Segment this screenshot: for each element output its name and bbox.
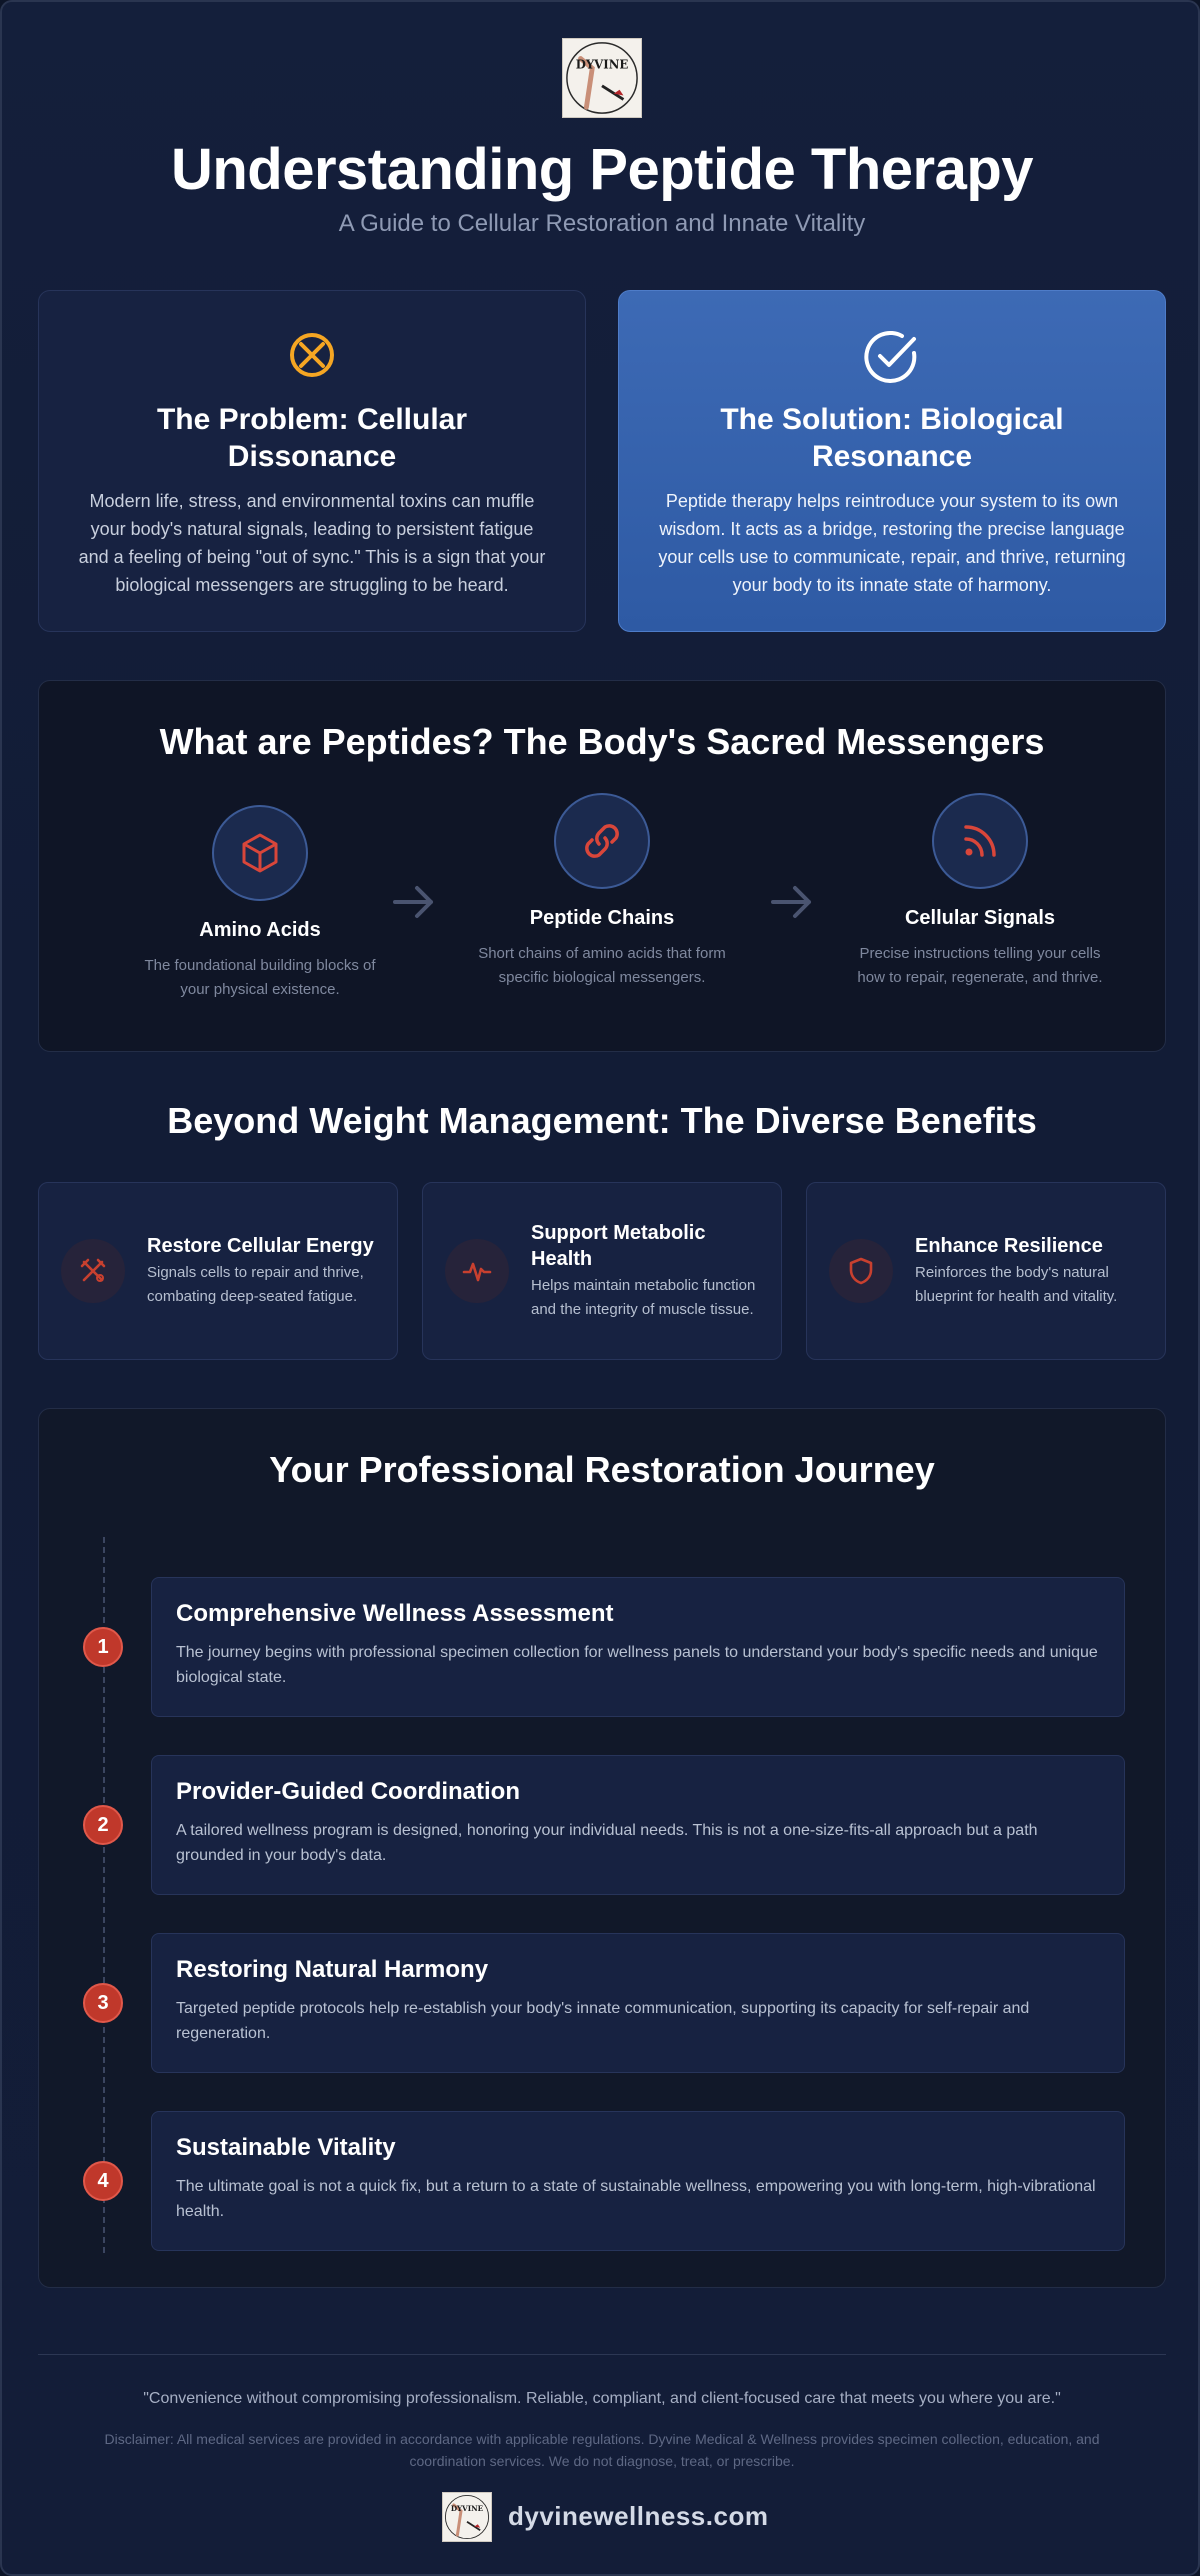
step-number-badge: 4 xyxy=(83,2161,123,2201)
website-link[interactable]: dyvinewellness.com xyxy=(508,2501,769,2531)
journey-card: Sustainable Vitality The ultimate goal i… xyxy=(151,2111,1125,2251)
solution-card: The Solution: Biological Resonance Pepti… xyxy=(618,290,1166,632)
journey-section: Your Professional Restoration Journey 1 … xyxy=(38,1408,1166,2288)
benefit-card: Enhance Resilience Reinforces the body's… xyxy=(806,1182,1166,1360)
step-title: Amino Acids xyxy=(199,919,321,941)
peptides-section: What are Peptides? The Body's Sacred Mes… xyxy=(38,680,1166,1052)
check-circle-icon xyxy=(864,330,917,383)
footer-quote: "Convenience without compromising profes… xyxy=(143,2390,1061,2407)
benefits-title: Beyond Weight Management: The Diverse Be… xyxy=(167,1100,1037,1141)
shield-icon xyxy=(849,1257,873,1285)
problem-text: Modern life, stress, and environmental t… xyxy=(78,491,546,595)
step-title: Cellular Signals xyxy=(904,907,1056,929)
journey-step-title: Restoring Natural Harmony xyxy=(176,1956,489,1983)
link-icon xyxy=(585,824,619,858)
journey-step-text: The journey begins with professional spe… xyxy=(176,1644,1098,1686)
journey-card: Provider-Guided Coordination A tailored … xyxy=(151,1755,1125,1895)
footer-disclaimer: Disclaimer: All medical services are pro… xyxy=(104,2431,1100,2469)
timeline-line xyxy=(103,1537,105,2253)
benefit-text: Helps maintain metabolic function and th… xyxy=(531,1277,756,1318)
step-text: Short chains of amino acids that form sp… xyxy=(478,945,726,986)
tools-icon xyxy=(80,1258,106,1282)
step-title: Peptide Chains xyxy=(529,907,675,929)
problem-title: The Problem: Cellular Dissonance xyxy=(156,403,468,473)
benefit-card: Support Metabolic Health Helps maintain … xyxy=(422,1182,782,1360)
benefit-title: Restore Cellular Energy xyxy=(147,1235,374,1257)
journey-card: Restoring Natural Harmony Targeted pepti… xyxy=(151,1933,1125,2073)
journey-step-text: A tailored wellness program is designed,… xyxy=(176,1822,1038,1864)
step-text: The foundational building blocks of your… xyxy=(144,957,376,998)
solution-text: Peptide therapy helps reintroduce your s… xyxy=(658,491,1126,595)
journey-step-text: Targeted peptide protocols help re-estab… xyxy=(176,2000,1030,2042)
journey-step: 4 Sustainable Vitality The ultimate goal… xyxy=(39,2111,1165,2251)
journey-title: Your Professional Restoration Journey xyxy=(269,1449,935,1490)
step-amino-acids: Amino Acids The foundational building bl… xyxy=(125,805,395,1002)
step-text: Precise instructions telling your cells … xyxy=(857,945,1103,986)
benefit-text: Signals cells to repair and thrive, comb… xyxy=(147,1264,364,1305)
step-number-badge: 1 xyxy=(83,1627,123,1667)
cube-icon xyxy=(242,833,278,873)
step-number-badge: 2 xyxy=(83,1805,123,1845)
arrow-right-icon xyxy=(393,886,433,918)
benefit-title: Support Metabolic Health xyxy=(531,1222,706,1270)
benefit-text: Reinforces the body's natural blueprint … xyxy=(915,1264,1118,1305)
footer-logo: DYVINE xyxy=(442,2492,492,2542)
page-subtitle: A Guide to Cellular Restoration and Inna… xyxy=(338,210,866,237)
logo-text: DYVINE xyxy=(576,57,629,71)
arrow-right-icon xyxy=(771,886,811,918)
benefit-title: Enhance Resilience xyxy=(915,1235,1103,1257)
journey-step-title: Sustainable Vitality xyxy=(176,2134,396,2161)
problem-card: The Problem: Cellular Dissonance Modern … xyxy=(38,290,586,632)
step-peptide-chains: Peptide Chains Short chains of amino aci… xyxy=(467,793,737,990)
solution-title: The Solution: Biological Resonance xyxy=(720,403,1064,473)
signal-icon xyxy=(964,825,996,857)
journey-step: 1 Comprehensive Wellness Assessment The … xyxy=(39,1577,1165,1717)
journey-step-text: The ultimate goal is not a quick fix, bu… xyxy=(176,2178,1096,2220)
journey-step: 2 Provider-Guided Coordination A tailore… xyxy=(39,1755,1165,1895)
journey-card: Comprehensive Wellness Assessment The jo… xyxy=(151,1577,1125,1717)
page-title: Understanding Peptide Therapy xyxy=(170,137,1034,202)
peptides-title: What are Peptides? The Body's Sacred Mes… xyxy=(159,721,1045,762)
journey-step-title: Comprehensive Wellness Assessment xyxy=(176,1600,614,1627)
brand-logo: DYVINE xyxy=(562,38,642,118)
journey-step: 3 Restoring Natural Harmony Targeted pep… xyxy=(39,1933,1165,2073)
journey-step-title: Provider-Guided Coordination xyxy=(176,1778,521,1805)
footer-divider xyxy=(38,2354,1166,2355)
pulse-icon xyxy=(462,1262,492,1282)
step-cellular-signals: Cellular Signals Precise instructions te… xyxy=(845,793,1115,990)
step-number-badge: 3 xyxy=(83,1983,123,2023)
logo-text: DYVINE xyxy=(451,2504,484,2513)
benefit-card: Restore Cellular Energy Signals cells to… xyxy=(38,1182,398,1360)
x-circle-icon xyxy=(290,333,334,377)
